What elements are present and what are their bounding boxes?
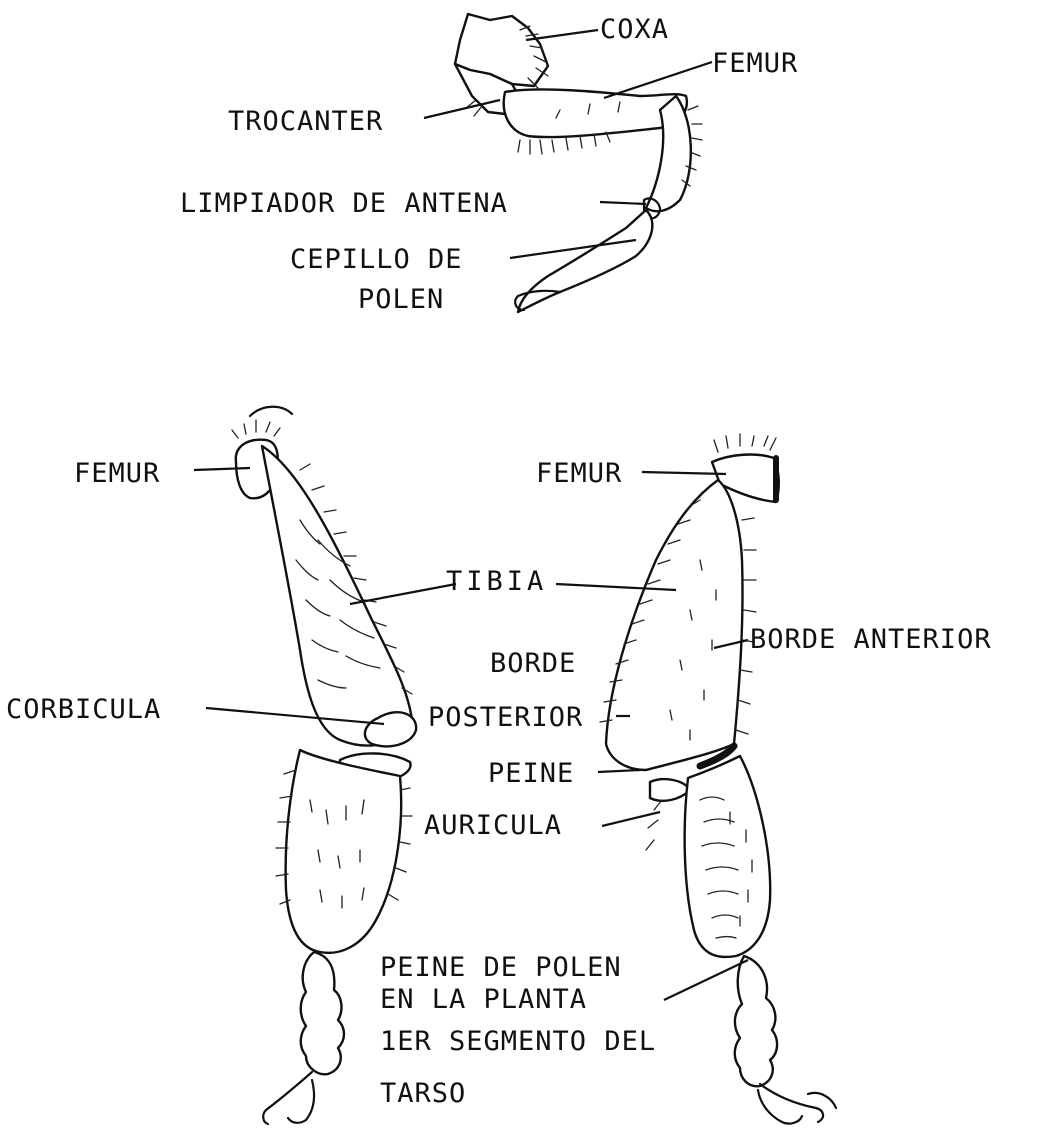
label-en-la-planta: EN LA PLANTA xyxy=(380,984,587,1015)
label-coxa: COXA xyxy=(600,14,669,45)
label-borde-anterior: BORDE ANTERIOR xyxy=(750,624,992,655)
right-tarsus-shape xyxy=(735,956,777,1086)
label-auricula: AURICULA xyxy=(424,810,562,841)
label-peine: PEINE xyxy=(488,758,574,789)
label-posterior: POSTERIOR xyxy=(428,702,583,733)
femur-shape xyxy=(504,89,687,137)
label-femur-right: FEMUR xyxy=(536,458,622,489)
label-limpiador-de-antena: LIMPIADOR DE ANTENA xyxy=(180,188,508,219)
label-trocanter: TROCANTER xyxy=(228,106,383,137)
label-femur-top: FEMUR xyxy=(712,48,798,79)
label-polen: POLEN xyxy=(358,284,444,315)
label-1er-segmento-del: 1ER SEGMENTO DEL xyxy=(380,1026,656,1057)
label-peine-de-polen: PEINE DE POLEN xyxy=(380,952,622,983)
labels: COXA FEMUR TROCANTER LIMPIADOR DE ANTENA… xyxy=(6,14,992,1109)
auricle-shape xyxy=(650,779,690,801)
hind-leg-outer-drawing xyxy=(232,407,416,1124)
right-tibia-shape xyxy=(606,480,743,770)
right-basitarsus-shape xyxy=(685,756,771,957)
left-tarsus-shape xyxy=(301,952,344,1074)
label-corbicula: CORBICULA xyxy=(6,694,161,725)
label-femur-left: FEMUR xyxy=(74,458,160,489)
label-cepillo-de: CEPILLO DE xyxy=(290,244,463,275)
foreleg-drawing xyxy=(455,14,702,312)
label-borde: BORDE xyxy=(490,648,576,679)
left-basitarsus-shape xyxy=(286,750,402,953)
label-tarso: TARSO xyxy=(380,1078,466,1109)
tarsus-shape xyxy=(518,210,652,312)
hind-leg-inner-drawing xyxy=(600,434,836,1124)
label-tibia: TIBIA xyxy=(446,566,547,597)
